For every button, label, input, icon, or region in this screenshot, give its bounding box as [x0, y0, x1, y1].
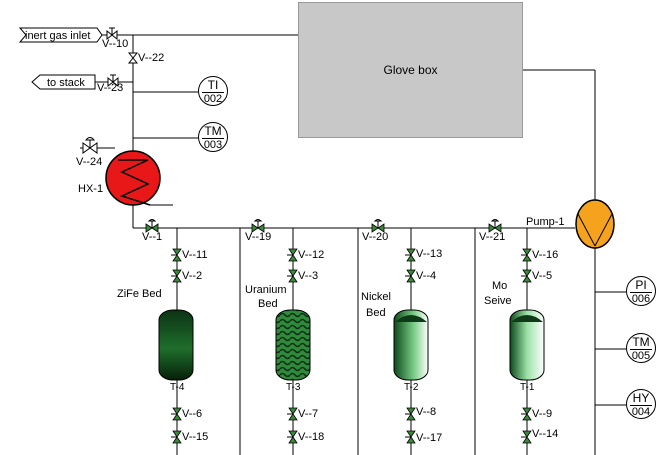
- to-stack-label: to stack: [47, 77, 85, 89]
- bed-name-mo-2: Seive: [484, 295, 512, 307]
- valve-v4-icon[interactable]: [405, 269, 416, 283]
- instrument-tag: PI: [635, 278, 647, 292]
- bed-vessel-nickel[interactable]: [393, 309, 429, 381]
- valve-v5-icon[interactable]: [521, 269, 532, 283]
- valve-v22-label: V--22: [138, 52, 165, 64]
- instrument-tm-005[interactable]: TM 005: [626, 333, 656, 363]
- instrument-tag: HY: [632, 391, 650, 405]
- valve-v24-icon[interactable]: [82, 137, 98, 154]
- valve-v2-icon[interactable]: [171, 269, 182, 283]
- instrument-number: 005: [630, 349, 652, 362]
- instrument-tag: TM: [632, 335, 650, 349]
- inert-gas-inlet-label: inert gas inlet: [25, 30, 90, 42]
- valve-v4-label: V--4: [416, 270, 437, 282]
- instrument-ti-002[interactable]: TI 002: [198, 76, 228, 106]
- heat-exchanger-hx1[interactable]: [105, 150, 161, 206]
- valve-v16-label: V--16: [532, 249, 559, 261]
- instrument-pi-006[interactable]: PI 006: [626, 276, 656, 306]
- instrument-number: 002: [202, 92, 224, 105]
- instrument-number: 004: [630, 405, 652, 418]
- valve-v18-icon[interactable]: [287, 430, 298, 444]
- bed-tag-nickel: T-2: [404, 382, 419, 393]
- valve-v6-icon[interactable]: [171, 407, 182, 421]
- valve-v20-icon[interactable]: [371, 219, 385, 233]
- glove-box-label: Glove box: [383, 63, 438, 77]
- valve-v17-label: V--17: [416, 432, 443, 444]
- valve-v14-label: V--14: [532, 428, 559, 440]
- bed-name-uranium: Uranium: [245, 284, 287, 296]
- valve-v23-icon[interactable]: [107, 74, 119, 88]
- valve-v23-label: V--23: [97, 82, 124, 94]
- valve-v19-icon[interactable]: [251, 219, 265, 233]
- instrument-number: 003: [202, 138, 224, 151]
- bed-name-nickel-2: Bed: [366, 307, 386, 319]
- valve-v6-label: V--6: [182, 408, 203, 420]
- hx1-label: HX-1: [78, 183, 104, 195]
- valve-v21-icon[interactable]: [488, 219, 502, 233]
- inert-gas-inlet-arrow: [18, 27, 103, 43]
- valve-v5-label: V--5: [532, 270, 553, 282]
- bed-vessel-zife[interactable]: [158, 309, 194, 381]
- valve-v3-icon[interactable]: [287, 269, 298, 283]
- instrument-tag: TI: [207, 78, 219, 92]
- bed-name-uranium-2: Bed: [258, 298, 278, 310]
- valve-v22-icon[interactable]: [127, 52, 139, 64]
- bed-tag-zife: T-4: [170, 382, 185, 393]
- pump-1-icon[interactable]: [575, 199, 615, 249]
- valve-v9-label: V--9: [532, 408, 553, 420]
- valve-v2-label: V--2: [182, 270, 203, 282]
- valve-v19-label: V--19: [245, 231, 272, 243]
- valve-v10-icon[interactable]: [106, 27, 118, 41]
- bed-name-mo: Mo: [492, 280, 508, 292]
- glove-box[interactable]: Glove box: [298, 2, 523, 138]
- valve-v8-icon[interactable]: [405, 407, 416, 421]
- valve-v17-icon[interactable]: [405, 430, 416, 444]
- valve-v11-label: V--11: [182, 249, 208, 261]
- valve-v10-label: V--10: [102, 38, 129, 50]
- pump-1-label: Pump-1: [526, 216, 565, 228]
- instrument-tm-003[interactable]: TM 003: [198, 122, 228, 152]
- valve-v21-label: V--21: [479, 231, 506, 243]
- instrument-hy-004[interactable]: HY 004: [626, 389, 656, 419]
- bed-tag-mo: T-1: [520, 382, 535, 393]
- valve-v13-label: V--13: [416, 248, 443, 260]
- instrument-number: 006: [630, 292, 652, 305]
- valve-v3-label: V--3: [298, 270, 319, 282]
- valve-v20-label: V--20: [362, 231, 389, 243]
- bed-vessel-mo[interactable]: [509, 309, 545, 381]
- valve-v1-icon[interactable]: [145, 219, 159, 233]
- valve-v11-icon[interactable]: [171, 248, 182, 262]
- valve-v15-icon[interactable]: [171, 430, 182, 444]
- valve-v1-label: V--1: [142, 231, 163, 243]
- valve-v12-icon[interactable]: [287, 248, 298, 262]
- valve-v9-icon[interactable]: [521, 407, 532, 421]
- bed-name-zife: ZiFe Bed: [117, 288, 162, 300]
- bed-tag-uranium: T-3: [286, 382, 301, 393]
- valve-v16-icon[interactable]: [521, 248, 532, 262]
- valve-v12-label: V--12: [298, 249, 325, 261]
- valve-v24-label: V--24: [76, 156, 103, 168]
- bed-name-nickel: Nickel: [361, 291, 391, 303]
- valve-v18-label: V--18: [298, 431, 325, 443]
- valve-v7-icon[interactable]: [287, 407, 298, 421]
- valve-v8-label: V--8: [416, 406, 437, 418]
- bed-vessel-uranium[interactable]: [275, 309, 311, 381]
- valve-v13-icon[interactable]: [405, 248, 416, 262]
- valve-v14-icon[interactable]: [521, 430, 532, 444]
- to-stack-arrow: [31, 74, 96, 90]
- valve-v15-label: V--15: [182, 431, 209, 443]
- instrument-tag: TM: [204, 124, 222, 138]
- valve-v7-label: V--7: [298, 408, 319, 420]
